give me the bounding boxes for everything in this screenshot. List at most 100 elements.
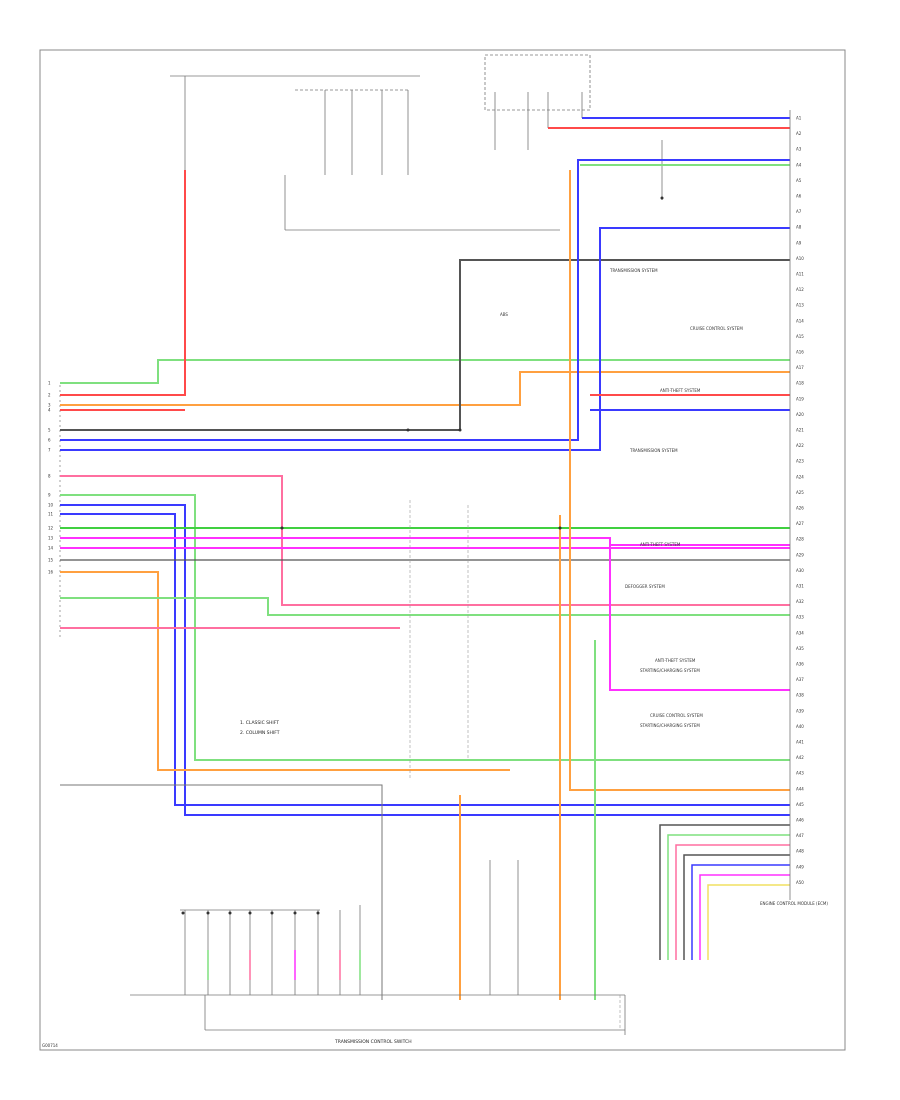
- right-pin-label: A5: [796, 178, 802, 183]
- note-line-1: 1. CLASSIC SHIFT: [240, 720, 279, 726]
- right-pin-label: A31: [796, 584, 804, 589]
- right-pin-label: A14: [796, 318, 804, 323]
- right-pin-label: A41: [796, 740, 804, 745]
- left-pin-label: 13: [48, 536, 54, 541]
- right-pin-label: A45: [796, 802, 804, 807]
- right-pin-label: A39: [796, 708, 804, 713]
- right-pin-label: A16: [796, 350, 804, 355]
- right-pin-label: A26: [796, 506, 804, 511]
- right-pin-label: A44: [796, 786, 804, 791]
- right-pin-label: A8: [796, 225, 802, 230]
- right-pin-label: A43: [796, 771, 804, 776]
- system-label-11: STARTING/CHARGING SYSTEM: [640, 723, 700, 728]
- wire-red-1: [60, 170, 186, 396]
- right-pin-label: A47: [796, 833, 804, 838]
- wire-blue-2: [60, 227, 790, 451]
- system-label-3: ANTI-THEFT SYSTEM: [660, 388, 701, 393]
- left-pin-label: 16: [48, 570, 54, 575]
- wire-grey-1: [60, 259, 790, 431]
- transmission-control-switch: [130, 860, 626, 1035]
- left-pin-label: 6: [48, 438, 51, 443]
- right-pin-label: A1: [796, 116, 802, 121]
- wire-harness: [60, 117, 790, 1000]
- right-pin-label: A25: [796, 490, 804, 495]
- left-pin-label: 11: [48, 512, 54, 517]
- right-pin-label: A35: [796, 646, 804, 651]
- ecm-fanout: [659, 824, 790, 960]
- right-pin-label: A4: [796, 162, 802, 167]
- right-pin-label: A7: [796, 209, 802, 214]
- left-pin-label: 3: [48, 403, 51, 408]
- right-pin-label: A12: [796, 287, 804, 292]
- right-pin-label: A10: [796, 256, 804, 261]
- system-label-10: CRUISE CONTROL SYSTEM: [650, 713, 703, 718]
- right-pin-label: A23: [796, 459, 804, 464]
- wire-magenta-mid: [609, 545, 790, 691]
- right-pin-label: A27: [796, 521, 804, 526]
- left-pin-label: 12: [48, 526, 54, 531]
- right-pin-label: A32: [796, 599, 804, 604]
- diagram-frame: [39, 49, 846, 1051]
- note-line-2: 2. COLUMN SHIFT: [240, 730, 280, 736]
- right-module-label: ENGINE CONTROL MODULE (ECM): [760, 901, 828, 906]
- switch-wire-colors: [207, 950, 361, 980]
- right-pin-label: A34: [796, 630, 804, 635]
- system-label-4: ABS: [500, 312, 508, 317]
- right-pin-label: A30: [796, 568, 804, 573]
- system-label-5: TRANSMISSION SYSTEM: [629, 448, 678, 453]
- wire-blue-3: [60, 504, 790, 816]
- right-pin-label: A36: [796, 662, 804, 667]
- wire-orange-2: [60, 571, 510, 771]
- bottom-module-label: TRANSMISSION CONTROL SWITCH: [334, 1039, 412, 1045]
- right-pin-label: A24: [796, 474, 804, 479]
- wire-blue-4: [60, 513, 790, 806]
- right-pin-label: A48: [796, 849, 804, 854]
- right-pin-label: A38: [796, 693, 804, 698]
- right-pin-label: A2: [796, 131, 802, 136]
- wire-orange-top: [569, 170, 790, 791]
- system-label-2: CRUISE CONTROL SYSTEM: [690, 326, 743, 331]
- right-pin-label: A13: [796, 303, 804, 308]
- left-pin-label: 1: [48, 381, 51, 386]
- right-pin-label: A20: [796, 412, 804, 417]
- system-label-8: ANTI-THEFT SYSTEM: [655, 658, 696, 663]
- right-pin-label: A21: [796, 428, 804, 433]
- right-pin-label: A11: [796, 272, 804, 277]
- system-label-6: ANTI-THEFT SYSTEM: [640, 542, 681, 547]
- wire-grey-3: [60, 784, 383, 1000]
- right-pin-label: A19: [796, 396, 804, 401]
- footer-left-code: G00714: [42, 1043, 58, 1048]
- system-label-7: DEFOGGER SYSTEM: [625, 584, 665, 589]
- wire-pink-1: [60, 475, 790, 606]
- wire-ltgrn-1: [60, 359, 790, 384]
- right-pin-label: A29: [796, 552, 804, 557]
- wire-ltgrn-2: [60, 597, 790, 616]
- right-pin-label: A22: [796, 443, 804, 448]
- right-pin-label: A37: [796, 677, 804, 682]
- left-pin-label: 2: [48, 393, 51, 398]
- left-pin-label: 9: [48, 493, 51, 498]
- system-label-9: STARTING/CHARGING SYSTEM: [640, 668, 700, 673]
- right-pin-label: A17: [796, 365, 804, 370]
- right-pin-label: A9: [796, 240, 802, 245]
- terminal-dots: [181, 196, 664, 915]
- left-pin-label: 10: [48, 503, 54, 508]
- left-pin-label: 4: [48, 408, 51, 413]
- wire-magenta-1: [60, 537, 790, 546]
- left-pin-label: 14: [48, 546, 54, 551]
- internal-dashed: [409, 500, 621, 1030]
- right-pin-label: A33: [796, 615, 804, 620]
- wire-orange-1: [60, 371, 790, 406]
- right-pin-label: A49: [796, 864, 804, 869]
- right-pin-label: A28: [796, 537, 804, 542]
- right-pin-label: A6: [796, 194, 802, 199]
- left-pin-label: 8: [48, 474, 51, 479]
- right-pin-label: A18: [796, 381, 804, 386]
- right-pin-label: A42: [796, 755, 804, 760]
- left-pin-label: 7: [48, 448, 51, 453]
- relay-box-top-right: [484, 54, 663, 200]
- right-pin-label: A40: [796, 724, 804, 729]
- top-fuse-block: [170, 75, 560, 231]
- right-pin-label: A3: [796, 147, 802, 152]
